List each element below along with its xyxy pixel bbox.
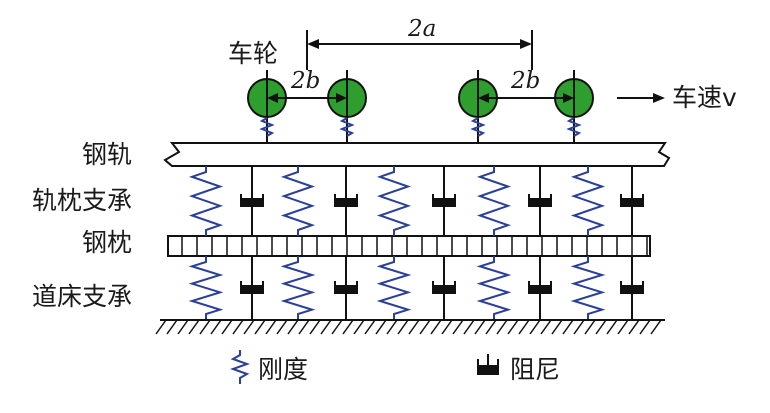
- damper-ballast-3: [432, 256, 456, 320]
- spring-rail-3: [376, 166, 412, 236]
- legend-stiffness-label: 刚度: [258, 355, 308, 384]
- dimension-2a-label: 2a: [407, 16, 436, 42]
- ballast-support-label: 道床支承: [32, 282, 132, 311]
- damper-rail-2: [334, 166, 358, 236]
- spring-rail-4: [476, 166, 512, 236]
- spring-ballast-2: [280, 256, 316, 320]
- damper-ballast-2: [334, 256, 358, 320]
- spring-rail-5: [570, 166, 606, 236]
- damper-icon: [477, 354, 499, 375]
- spring-rail-1: [188, 166, 224, 236]
- rail-label: 钢轨: [82, 140, 132, 169]
- sleeper-beam: [167, 235, 651, 257]
- dimension-2b-right-label: 2b: [510, 68, 540, 94]
- legend-damping: 阻尼: [477, 354, 560, 384]
- speed-label: 车速v: [672, 83, 737, 112]
- dimension-2b-right: [478, 93, 574, 103]
- support-elements: [188, 166, 644, 320]
- dimension-2a: [306, 30, 533, 70]
- rail-support-label: 轨枕支承: [32, 186, 132, 215]
- spring-icon: [230, 350, 250, 384]
- legend-stiffness: 刚度: [230, 350, 308, 384]
- dimension-2b-left: [267, 93, 347, 103]
- spring-ballast-3: [376, 256, 412, 320]
- damper-rail-1: [240, 166, 264, 236]
- dimension-2b-left-label: 2b: [290, 68, 320, 94]
- damper-ballast-4: [528, 256, 552, 320]
- spring-ballast-5: [570, 256, 606, 320]
- damper-ballast-5: [620, 256, 644, 320]
- damper-rail-4: [528, 166, 552, 236]
- legend-damping-label: 阻尼: [510, 355, 560, 384]
- damper-rail-3: [432, 166, 456, 236]
- damper-ballast-1: [240, 256, 264, 320]
- wheel-contact-springs: [259, 117, 582, 137]
- wheel-label: 车轮: [228, 39, 278, 68]
- damper-rail-5: [620, 166, 644, 236]
- spring-ballast-1: [188, 256, 224, 320]
- speed-arrow: [617, 93, 665, 103]
- spring-ballast-4: [476, 256, 512, 320]
- rail: [163, 142, 671, 167]
- sleeper-label: 钢枕: [82, 228, 132, 257]
- spring-rail-2: [280, 166, 316, 236]
- ground: [155, 319, 665, 335]
